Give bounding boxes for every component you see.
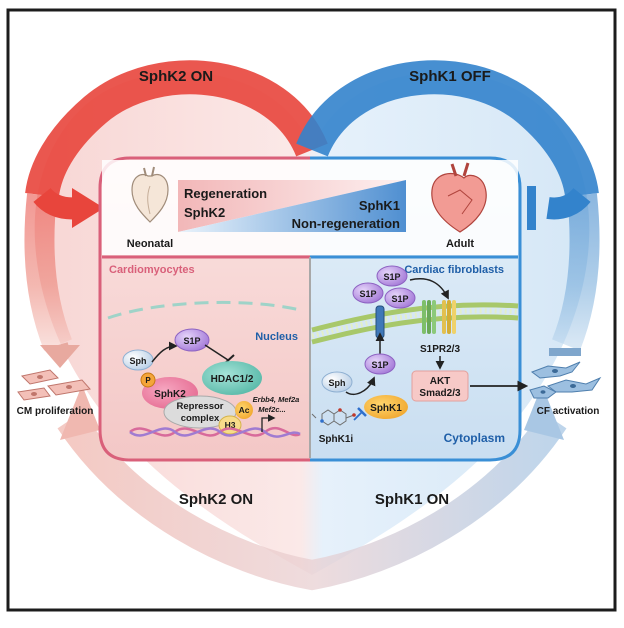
arc-label-sphk1-on-bottom: SphK1 ON (375, 491, 449, 508)
adult-label: Adult (446, 238, 474, 250)
cm-proliferation-label: CM proliferation (17, 406, 94, 417)
akt-smad-box (411, 370, 469, 402)
s1p-extracellular-1-label: S1P (383, 272, 400, 282)
neonatal-heart-icon (131, 166, 169, 223)
acetyl-label: Ac (239, 405, 250, 415)
adult-heart-icon (431, 162, 487, 233)
cf-activation-label: CF activation (537, 406, 600, 417)
blue-inhibit-shaft (546, 187, 591, 220)
s1p-nuclear-molecule (174, 328, 210, 352)
transcription-arrow (261, 414, 276, 432)
sph-to-s1p-cyto-arrow (345, 376, 376, 396)
s1p-extracellular-3 (384, 287, 416, 309)
cytoplasm-label: Cytoplasm (444, 431, 505, 445)
hdac-label: HDAC1/2 (211, 374, 254, 385)
arc-label-sphk1-off: SphK1 OFF (409, 68, 491, 85)
inhibitor-bar (357, 407, 367, 417)
left-panel-border (98, 156, 310, 462)
sphk2-on-top-arc (25, 60, 328, 198)
target-genes-line1: Erbb4, Mef2a (253, 395, 300, 404)
cardiomyocyte-cells-icon (17, 369, 91, 401)
repressor-label-2: complex (181, 413, 220, 424)
s1p-nuclear-label: S1P (183, 336, 200, 346)
s1pr-label: S1PR2/3 (420, 344, 460, 355)
inhibitor-line (353, 411, 363, 421)
sphk2-label: SphK2 (154, 389, 186, 400)
acetyl-badge (235, 401, 253, 419)
regeneration-label: Regeneration (184, 186, 267, 201)
cardiac-fibroblasts-title: Cardiac fibroblasts (404, 264, 504, 276)
right-side-arc (551, 193, 600, 351)
s1p-extracellular-3-label: S1P (391, 294, 408, 304)
sphk1i-molecule-icon (311, 408, 356, 426)
sphk1i-label: SphK1i (319, 434, 354, 445)
cell-membrane (311, 302, 519, 345)
phospho-label: P (145, 376, 151, 385)
sphk1-gradient-label: SphK1 (359, 198, 400, 213)
sph-to-s1p-arrow (151, 341, 178, 363)
non-regeneration-wedge (178, 180, 406, 232)
s1p-extracellular-2-label: S1P (359, 289, 376, 299)
sphk1-off-top-arc (296, 60, 599, 198)
s1p-intracellular (364, 353, 396, 375)
s1p-transporter (375, 305, 385, 339)
histone-label: H3 (225, 420, 236, 430)
bottom-right-arrowhead (524, 385, 564, 440)
sph-cytoplasm (321, 371, 353, 393)
nuclear-envelope (107, 300, 301, 320)
repressor-label-1: Repressor (177, 401, 224, 412)
hdac-complex (202, 361, 262, 395)
right-panel-border (310, 156, 522, 462)
arc-label-sphk2-on-bottom: SphK2 ON (179, 491, 253, 508)
right-inhibit-bar (549, 348, 581, 356)
s1p-inhibits-hdac-line (204, 344, 229, 361)
s1p-extracellular-2 (352, 282, 384, 304)
sph-label: Sph (130, 356, 147, 366)
phospho-badge (140, 372, 156, 388)
left-down-arrowhead (40, 345, 80, 368)
s1p-extracellular-1 (376, 265, 408, 287)
sphk2-gradient-label: SphK2 (184, 205, 225, 220)
bottom-arc (57, 411, 567, 591)
cardiomyocytes-title: Cardiomyocytes (109, 264, 195, 276)
non-regeneration-label: Non-regeneration (292, 216, 400, 231)
sphk1-enzyme (364, 395, 408, 419)
arc-label-sphk2-on-top: SphK2 ON (139, 68, 213, 85)
s1p-to-receptor-arrow (409, 278, 449, 300)
s1p-intracellular-label: S1P (371, 360, 388, 370)
s1pr-receptor (422, 300, 456, 334)
nucleus-label: Nucleus (255, 331, 298, 343)
dna-helix (129, 426, 301, 438)
red-arrow-head (72, 188, 104, 228)
akt-label: AKT (430, 376, 451, 387)
target-genes-line2: Mef2c... (258, 405, 286, 414)
sph-cytoplasm-label: Sph (329, 378, 346, 388)
sphk1-label: SphK1 (370, 403, 402, 414)
fibroblast-cells-icon (529, 361, 602, 399)
bottom-left-arrowhead (60, 385, 100, 440)
neonatal-label: Neonatal (127, 238, 173, 250)
smad-label: Smad2/3 (419, 388, 461, 399)
left-side-arc (24, 193, 73, 351)
blue-inhibit-bar (527, 186, 536, 230)
